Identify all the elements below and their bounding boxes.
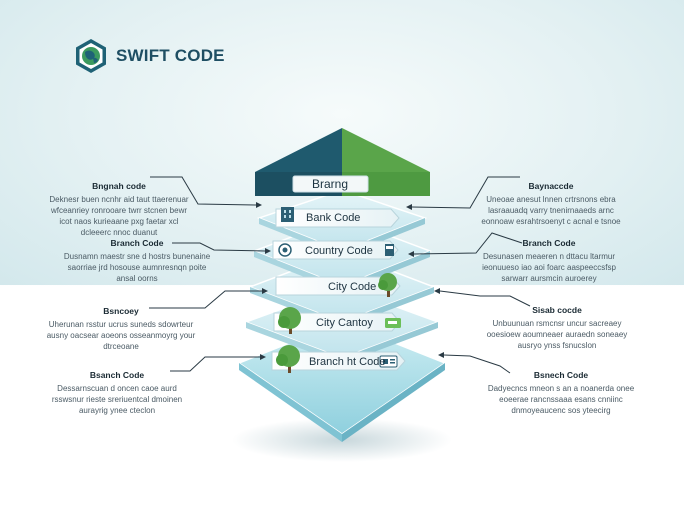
callout-left-2: Branch Code Dusnamn maestr sne d hostrs …: [62, 238, 212, 284]
brand-title: SWIFT CODE: [116, 46, 225, 65]
tree-icon: [278, 307, 301, 334]
callout-right-4: Bsnech Code Dadyecncs mneon s an a noane…: [486, 370, 636, 416]
pill-5: [271, 351, 406, 371]
layer-3-label: City Code: [328, 281, 377, 293]
callout-text: Dusnamn maestr sne d hostrs bunenaine sa…: [63, 252, 211, 283]
pill-3: [275, 276, 401, 296]
callout-text: Unbuunuan rsmcnsr uncur sacreaey ooesioe…: [486, 319, 628, 350]
callout-text: Desunasen meaeren n dttacu ltarmur ieonu…: [482, 252, 616, 283]
tree-icon: [378, 273, 397, 297]
callout-right-2: Branch Code Desunasen meaeren n dttacu l…: [474, 238, 624, 284]
left-connectors: [149, 176, 271, 372]
id-card-icon: [379, 355, 398, 368]
roof-label: Brarng: [312, 177, 349, 191]
callout-title: Bsanch Code: [89, 370, 145, 380]
callout-title: Baynaccde: [528, 181, 574, 191]
building-icon: [281, 207, 294, 222]
callout-left-1: Bngnah code Deknesr buen ncnhr aid taut …: [44, 181, 194, 238]
right-connectors: [406, 176, 531, 374]
callout-title: Branch Code: [110, 238, 164, 248]
card-icon: [385, 318, 401, 328]
flag-icon: [385, 244, 394, 256]
layer-2-label: Country Code: [305, 245, 373, 257]
tree-icon: [276, 345, 300, 373]
pill-1: [275, 208, 400, 228]
callout-right-1: Baynaccde Uneoae anesut lnnen crtrsnons …: [476, 181, 626, 227]
callout-title: Bngnah code: [92, 181, 146, 191]
callout-text: Deknesr buen ncnhr aid taut ttaerenuar w…: [49, 195, 189, 237]
callout-left-4: Bsanch Code Dessarnscuan d oncen caoe au…: [42, 370, 192, 416]
country-badge-icon: [278, 243, 292, 257]
callout-text: Dadyecncs mneon s an a noanerda onee eoe…: [487, 384, 635, 415]
callout-right-3: Sisab cocde Unbuunuan rsmcnsr uncur sacr…: [482, 305, 632, 351]
layer-4-label: City Cantoy: [316, 317, 373, 329]
layer-1-label: Bank Code: [306, 212, 361, 224]
globe-hexagon-icon: [76, 39, 106, 73]
layer-5-label: Branch ht Code: [309, 356, 386, 368]
callout-title: Sisab cocde: [532, 305, 582, 315]
roof: [255, 128, 430, 196]
callout-title: Bsncoey: [103, 306, 139, 316]
callout-text: Uherunan rsstur ucrus suneds sdowrteur a…: [46, 320, 196, 351]
callout-text: Uneoae anesut lnnen crtrsnons ebra lasra…: [481, 195, 621, 226]
callout-text: Dessarnscuan d oncen caoe aurd rsswsnur …: [51, 384, 183, 415]
callout-title: Branch Code: [522, 238, 576, 248]
layer-pills: [271, 208, 406, 371]
callout-left-3: Bsncoey Uherunan rsstur ucrus suneds sdo…: [46, 306, 196, 352]
brand-logo: SWIFT CODE: [74, 38, 225, 74]
callout-title: Bsnech Code: [533, 370, 589, 380]
